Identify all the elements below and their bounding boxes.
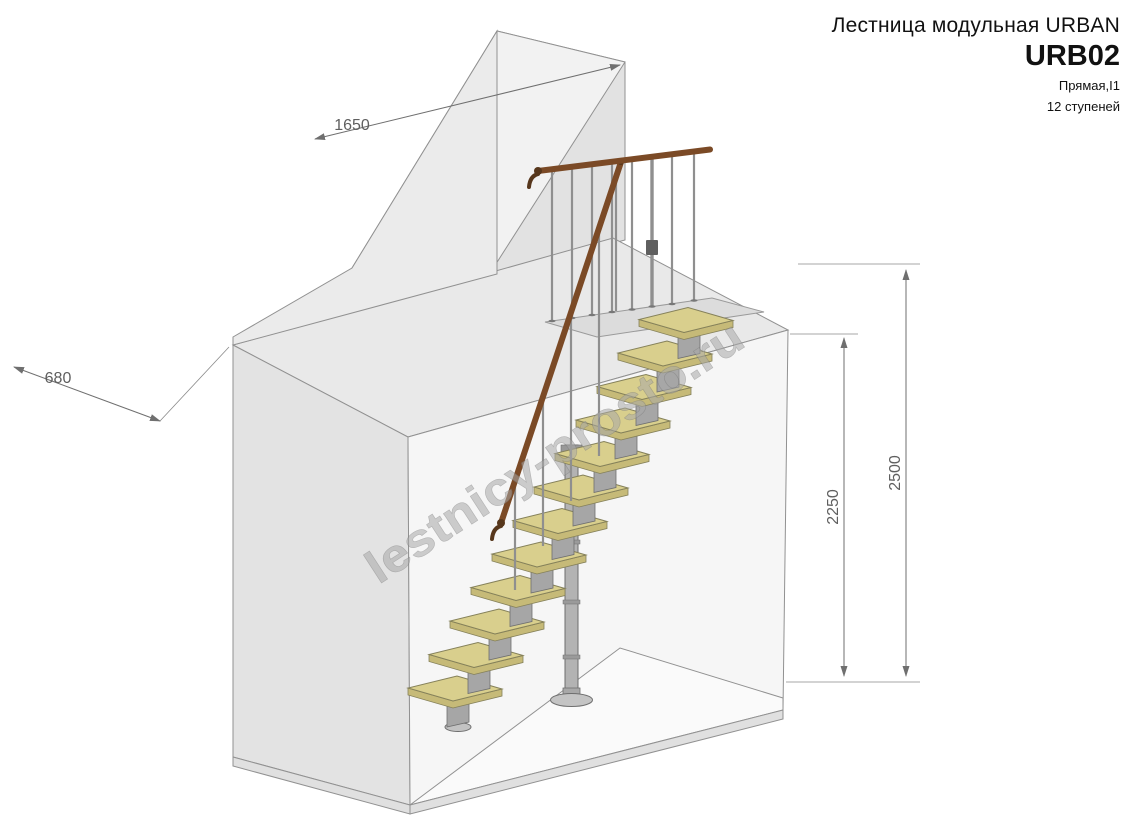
- model-code: URB02: [1024, 40, 1120, 72]
- dimension-label-2250: 2250: [825, 489, 842, 525]
- column-base: [550, 693, 593, 707]
- platform-railing-fittings: [548, 240, 698, 323]
- dimension-2250: 2250: [790, 333, 858, 677]
- stair-railing-balusters: [513, 180, 618, 590]
- dimension-label-2500: 2500: [887, 455, 904, 491]
- platform-railing: [550, 153, 696, 321]
- wall-front-face: [232, 29, 498, 346]
- dimension-label-1650: 1650: [334, 117, 370, 134]
- title-block: Лестница модульная URBAN URB02 Прямая,I1…: [832, 14, 1120, 115]
- platform-handrail: [527, 146, 713, 189]
- dimension-label-680: 680: [45, 370, 72, 387]
- steps-count: 12 ступеней: [1046, 99, 1120, 114]
- floor-slab-edge-right: [409, 709, 784, 815]
- dimension-1650: 1650: [314, 63, 621, 141]
- stair-type: Прямая,I1: [1058, 78, 1120, 93]
- dimension-680: 680: [13, 346, 230, 422]
- dimension-2500: 2500: [786, 263, 920, 683]
- product-title: Лестница модульная URBAN: [831, 14, 1120, 37]
- staircase: [407, 146, 734, 732]
- railing-bracket: [646, 240, 658, 255]
